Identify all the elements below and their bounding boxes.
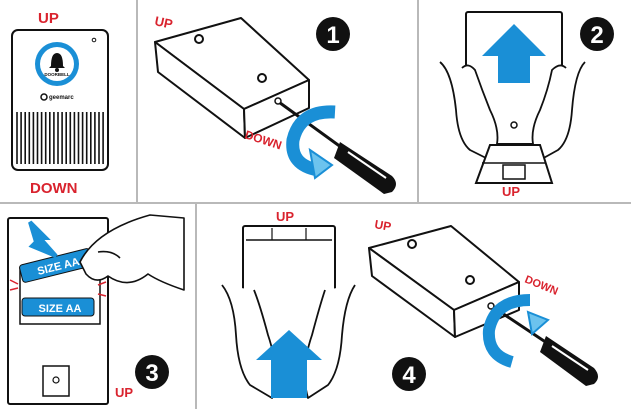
bell-icon [49, 53, 65, 72]
speaker-grille [16, 112, 104, 164]
panel-step-3: SIZE AA SIZE AA UP 3 [7, 214, 185, 405]
hand-icon [79, 214, 185, 291]
brand-name: geemarc [49, 95, 74, 101]
label-down: DOWN [243, 128, 283, 153]
doorbell-indicator-dot [91, 37, 97, 43]
step-number: 1 [326, 22, 339, 49]
arrow-up-icon [482, 24, 546, 83]
brand-logo-icon [40, 93, 48, 101]
rotate-arrow-icon [286, 105, 336, 180]
rotate-arrow-icon [482, 294, 550, 368]
screwdriver-icon [274, 97, 396, 194]
battery-label: SIZE AA [39, 303, 82, 315]
panel-step-4: UP UP DOWN 4 [221, 209, 598, 399]
panel-step-1: UP DOWN 1 [153, 13, 396, 194]
panel-doorbell-front: UP DOORBELL geemarc DOWN [11, 10, 109, 197]
battery-icon: SIZE AA [21, 297, 95, 317]
unit-box [368, 225, 520, 338]
panel-step-2: UP 2 [439, 11, 614, 199]
label-up: UP [153, 13, 174, 31]
step-badge [135, 355, 169, 389]
screwdriver-icon [487, 302, 598, 386]
case-foot [42, 365, 70, 397]
label-down: DOWN [30, 180, 78, 197]
label-up: UP [502, 184, 520, 199]
step-number: 3 [145, 360, 158, 387]
step-badge [392, 357, 426, 391]
spark-icon [9, 279, 107, 297]
step-badge [316, 17, 350, 51]
cradle-slot [502, 164, 526, 180]
cradle-screw [510, 121, 518, 129]
label-up: UP [38, 10, 59, 27]
hand-icon [439, 61, 586, 161]
step-badge [580, 17, 614, 51]
step-number: 2 [590, 22, 603, 49]
label-up: UP [276, 209, 294, 224]
arrow-up-icon [256, 330, 322, 398]
unit-box [154, 17, 310, 139]
label-up: UP [115, 385, 133, 400]
arrow-down-icon [28, 220, 58, 258]
doorbell-text: DOORBELL [44, 72, 70, 77]
label-up: UP [373, 217, 392, 234]
step-number: 4 [402, 362, 416, 389]
cradle-base [474, 144, 554, 184]
